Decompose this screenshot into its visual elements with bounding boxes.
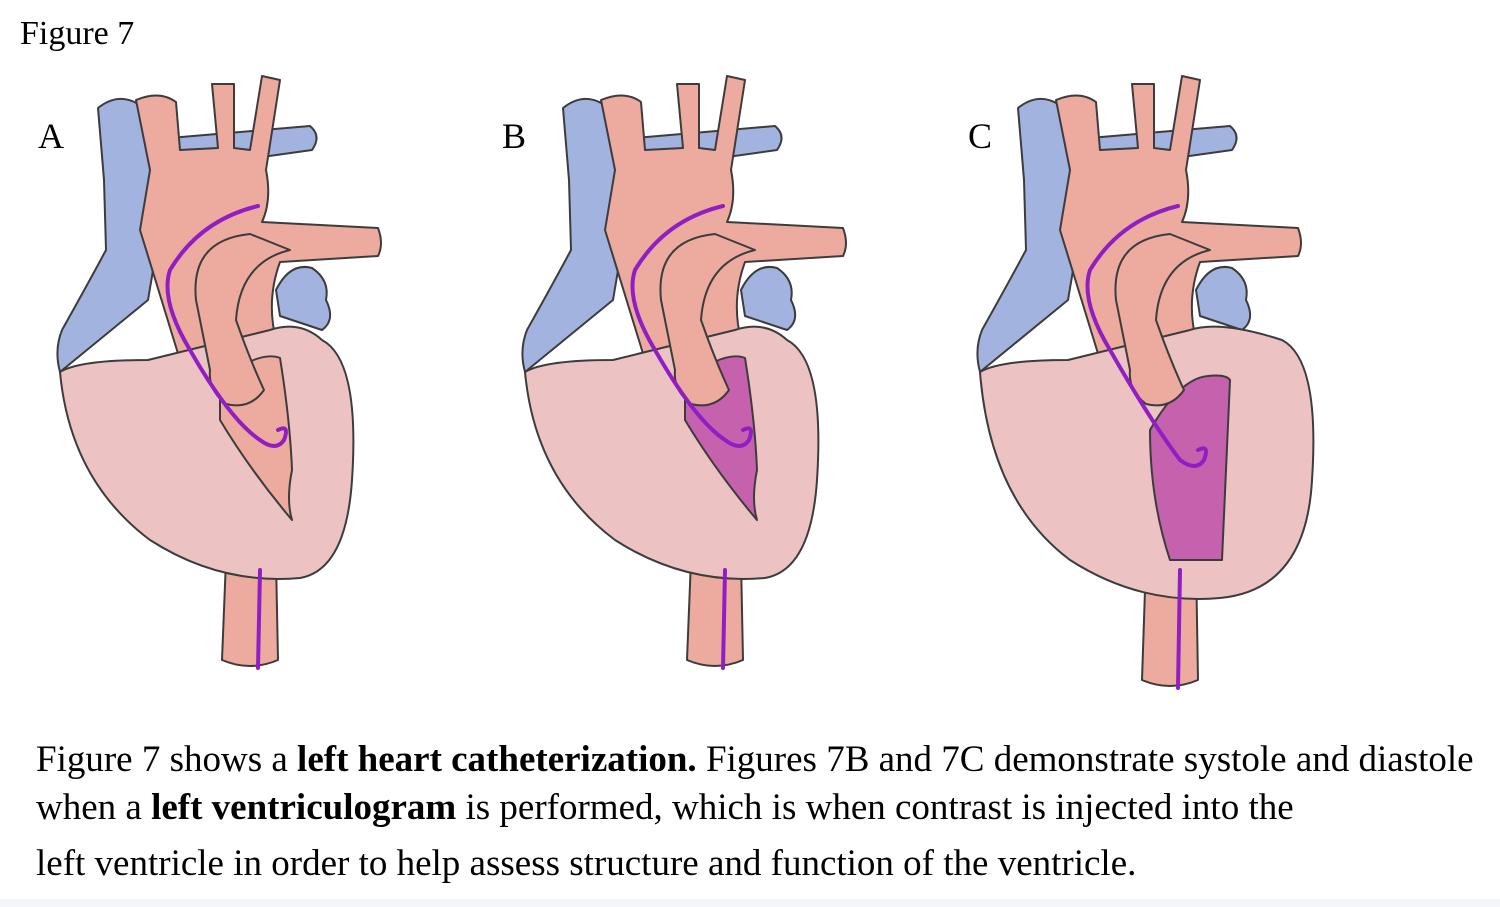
bottom-band [0,899,1500,907]
catheter-coil [165,204,288,448]
heart-diagram-a [56,75,382,670]
catheter-descending [1176,568,1182,690]
descending-aorta [221,559,279,667]
descending-aorta [686,559,744,667]
panel-label-c: C [968,116,993,156]
figure-caption: Figure 7 shows a left heart catheterizat… [36,736,1491,888]
catheter-coil [630,204,753,448]
figure-title: Figure 7 [20,15,135,52]
caption-text-3: is performed, which is when contrast is … [456,787,1294,828]
caption-text-2: Figures 7B and 7C demonstrate systole an… [36,739,1474,828]
catheter-descending [256,568,262,670]
panel-label-b: B [502,116,527,156]
pulmonary-trunk [1114,233,1211,407]
heart-diagram-c [976,75,1315,690]
ventricle-body [524,325,820,580]
caption-text-4: left ventricle in order to help assess s… [36,843,1137,884]
panel-label-a: A [38,116,64,156]
catheter-descending [721,568,727,670]
ventricle-body [59,325,355,580]
caption-bold-2: left ventriculogram [151,787,457,828]
heart-diagram-b [521,75,847,670]
caption-text-1: Figure 7 shows a [36,739,298,780]
caption-bold-1: left heart catheterization. [297,739,697,780]
catheter-coil [1085,204,1208,468]
vena-cava [56,97,318,373]
pulmonary-veins [740,266,797,331]
vena-cava [976,97,1238,373]
pulmonary-veins [275,266,332,331]
vena-cava [521,97,783,373]
pulmonary-veins [1195,266,1252,331]
